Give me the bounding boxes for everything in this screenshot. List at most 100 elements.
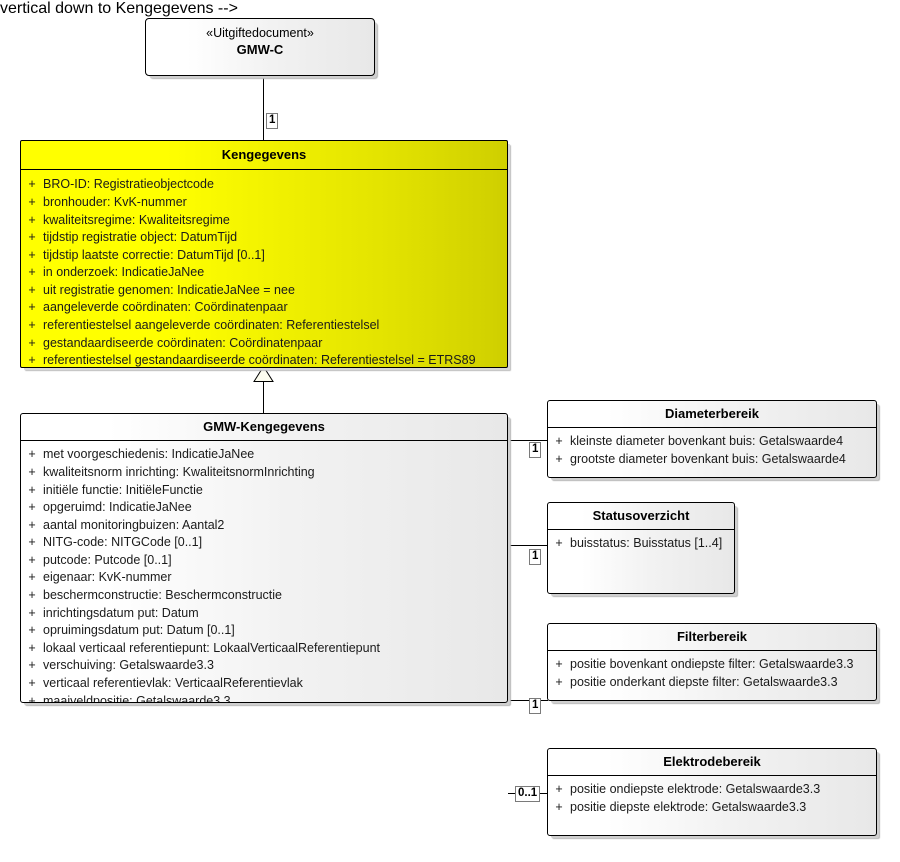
attribute-row: +BRO-ID: Registratieobjectcode <box>21 176 507 194</box>
attribute-row: + met voorgeschiedenis: IndicatieJaNee <box>21 446 507 464</box>
attribute-row: +eigenaar: KvK-nummer <box>21 569 507 587</box>
attribute-visibility: + <box>28 194 36 209</box>
connector-gmwc-kengegevens <box>263 76 264 140</box>
attribute-label: verschuiving: Getalswaarde3.3 <box>43 658 214 673</box>
class-box-diameterbereik[interactable]: Diameterbereik +kleinste diameter bovenk… <box>547 400 877 478</box>
attribute-visibility: + <box>555 782 563 797</box>
attribute-visibility: + <box>28 247 36 262</box>
attribute-row: + kwaliteitsregime: Kwaliteitsregime <box>21 212 507 230</box>
attribute-visibility: + <box>28 447 36 462</box>
attribute-label: referentiestelsel aangeleverde coördinat… <box>43 318 380 333</box>
attribute-visibility: + <box>28 640 36 655</box>
class-name-gmw-c: GMW-C <box>236 41 284 57</box>
attribute-visibility: + <box>28 517 36 532</box>
connector-gmwkengegevens-filterbereik <box>508 700 548 701</box>
connector-gmwkengegevens-diameterbereik <box>508 440 548 441</box>
attribute-row: +aantal monitoringbuizen: Aantal2 <box>21 517 507 535</box>
attribute-visibility: + <box>28 588 36 603</box>
class-box-gmw-c[interactable]: «Uitgiftedocument» GMW-C <box>145 18 375 76</box>
attribute-visibility: + <box>555 657 563 672</box>
attribute-row: +tijdstip registratie object: DatumTijd <box>21 229 507 247</box>
attribute-row: + initiële functie: InitiëleFunctie <box>21 482 507 500</box>
class-box-elektrodebereik[interactable]: Elektrodebereik + positie ondiepste elekt… <box>547 748 877 836</box>
attribute-label: initiële functie: InitiëleFunctie <box>43 482 203 497</box>
attribute-row: +in onderzoek: IndicatieJaNee <box>21 264 507 282</box>
class-name-statusoverzicht: Statusoverzicht <box>592 508 690 523</box>
attribute-label: buisstatus: Buisstatus [1..4] <box>570 536 723 551</box>
class-box-statusoverzicht[interactable]: Statusoverzicht + buisstatus: Buisstatus … <box>547 502 735 594</box>
class-attributes-filterbereik: +positie bovenkant ondiepste filter: Get… <box>548 651 876 697</box>
attribute-row: + tijdstip laatste correctie: DatumTijd [… <box>21 247 507 265</box>
attribute-visibility: + <box>28 693 36 703</box>
class-stereotype-gmw-c: «Uitgiftedocument» <box>206 26 314 40</box>
class-header-gmw-c: «Uitgiftedocument» GMW-C <box>146 19 374 63</box>
class-header-filterbereik: Filterbereik <box>548 624 876 652</box>
attribute-label: uit registratie genomen: IndicatieJaNee … <box>43 282 295 297</box>
class-name-kengegevens: Kengegevens <box>221 147 307 162</box>
attribute-row: +opruimingsdatum put: Datum [0..1] <box>21 622 507 640</box>
attribute-label: verticaal referentievlak: VerticaalRefer… <box>43 676 303 691</box>
generalization-triangle-icon <box>253 366 274 382</box>
attribute-label: opgeruimd: IndicatieJaNee <box>43 500 192 515</box>
attribute-row: + referentiestelsel gestandaardiseerde co… <box>21 352 507 368</box>
attribute-label: positie ondiepste elektrode: Getalswaard… <box>570 782 821 797</box>
class-header-elektrodebereik: Elektrodebereik <box>548 749 876 777</box>
class-box-gmw-kengegevens[interactable]: GMW-Kengegevens + met voorgeschiedenis: I… <box>20 413 508 703</box>
class-header-kengegevens: Kengegevens <box>21 141 507 171</box>
attribute-label: maaiveldpositie: Getalswaarde3.3 <box>43 693 231 703</box>
attribute-label: met voorgeschiedenis: IndicatieJaNee <box>43 447 255 462</box>
class-attributes-elektrodebereik: + positie ondiepste elektrode: Getalswaar… <box>548 776 876 822</box>
attribute-row: + positie onderkant diepste filter: Getal… <box>548 674 876 692</box>
multiplicity-diameterbereik: 1 <box>529 442 542 458</box>
multiplicity-elektrodebereik: 0..1 <box>515 786 541 802</box>
attribute-label: aangeleverde coördinaten: Coördinatenpaa… <box>43 300 288 315</box>
attribute-row: +kleinste diameter bovenkant buis: Getal… <box>548 433 876 451</box>
attribute-visibility: + <box>28 482 36 497</box>
attribute-visibility: + <box>28 676 36 691</box>
attribute-row: +beschermconstructie: Beschermconstructi… <box>21 587 507 605</box>
attribute-label: positie onderkant diepste filter: Getals… <box>570 674 838 689</box>
attribute-label: opruimingsdatum put: Datum [0..1] <box>43 623 235 638</box>
attribute-visibility: + <box>28 265 36 280</box>
attribute-row: + referentiestelsel aangeleverde coördina… <box>21 317 507 335</box>
attribute-label: bronhouder: KvK-nummer <box>43 194 187 209</box>
attribute-row: +verschuiving: Getalswaarde3.3 <box>21 657 507 675</box>
multiplicity-filterbereik: 1 <box>529 698 542 714</box>
attribute-label: referentiestelsel gestandaardiseerde coö… <box>43 353 476 368</box>
attribute-label: kwaliteitsnorm inrichting: Kwaliteitsnor… <box>43 464 315 479</box>
class-attributes-statusoverzicht: + buisstatus: Buisstatus [1..4] <box>548 530 734 559</box>
class-box-filterbereik[interactable]: Filterbereik +positie bovenkant ondiepst… <box>547 623 877 701</box>
attribute-visibility: + <box>28 300 36 315</box>
attribute-row: + bronhouder: KvK-nummer <box>21 194 507 212</box>
attribute-row: +uit registratie genomen: IndicatieJaNee… <box>21 282 507 300</box>
attribute-label: kwaliteitsregime: Kwaliteitsregime <box>43 212 230 227</box>
attribute-row: +gestandaardiseerde coördinaten: Coördin… <box>21 335 507 353</box>
attribute-label: tijdstip laatste correctie: DatumTijd [0… <box>43 247 265 262</box>
attribute-visibility: + <box>555 536 563 551</box>
attribute-row: +opgeruimd: IndicatieJaNee <box>21 499 507 517</box>
attribute-visibility: + <box>28 230 36 245</box>
class-box-kengegevens[interactable]: Kengegevens +BRO-ID: Registratieobjectco… <box>20 140 508 368</box>
class-name-diameterbereik: Diameterbereik <box>665 406 759 421</box>
attribute-visibility: + <box>28 353 36 368</box>
attribute-label: lokaal verticaal referentiepunt: LokaalV… <box>43 640 381 655</box>
class-name-gmw-kengegevens: GMW-Kengegevens <box>203 419 325 434</box>
attribute-visibility: + <box>28 570 36 585</box>
attribute-row: +grootste diameter bovenkant buis: Getal… <box>548 451 876 469</box>
attribute-visibility: + <box>28 318 36 333</box>
connector-generalization-line <box>263 381 264 413</box>
attribute-visibility: + <box>28 335 36 350</box>
class-header-diameterbereik: Diameterbereik <box>548 401 876 429</box>
attribute-row: +putcode: Putcode [0..1] <box>21 552 507 570</box>
attribute-visibility: + <box>555 674 563 689</box>
attribute-visibility: + <box>28 212 36 227</box>
attribute-row: + buisstatus: Buisstatus [1..4] <box>548 535 734 553</box>
attribute-visibility: + <box>28 464 36 479</box>
attribute-label: inrichtingsdatum put: Datum <box>43 605 199 620</box>
attribute-label: NITG-code: NITGCode [0..1] <box>43 535 203 550</box>
attribute-visibility: + <box>28 552 36 567</box>
multiplicity-gmwc-kengegevens: 1 <box>266 113 279 129</box>
attribute-label: kleinste diameter bovenkant buis: Getals… <box>570 434 844 449</box>
attribute-row: + verticaal referentievlak: VerticaalRefe… <box>21 675 507 693</box>
attribute-row: + lokaal verticaal referentiepunt: Lokaal… <box>21 640 507 658</box>
